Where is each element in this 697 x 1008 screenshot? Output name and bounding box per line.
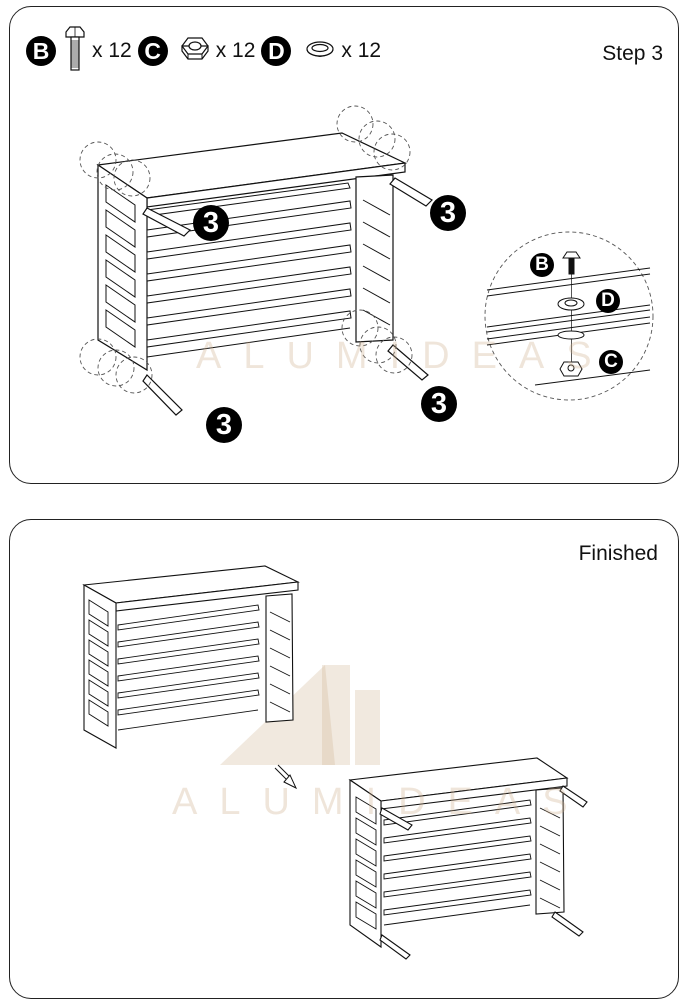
bolt-quantity: x 12 (92, 39, 132, 62)
finished-title: Finished (578, 542, 658, 565)
callout-3-back-right: 3 (430, 195, 466, 231)
part-label-d: D (261, 36, 292, 66)
detail-label-bolt: B (530, 253, 554, 277)
callout-3-bottom-right: 3 (421, 386, 457, 422)
nut-quantity: x 12 (215, 39, 256, 62)
part-label-c: C (137, 36, 168, 66)
callout-3-front-left: 3 (193, 205, 229, 241)
washer-icon (305, 39, 335, 64)
arrow-icon (274, 764, 298, 790)
detail-label-washer: D (596, 289, 620, 313)
callout-3-bottom-left: 3 (206, 407, 242, 443)
parts-list: B x 12 C x 12 D (26, 25, 387, 77)
hex-nut-icon (180, 36, 210, 67)
watermark-text-bottom: ALUMIDEAS (172, 781, 590, 823)
washer-quantity: x 12 (341, 39, 382, 62)
detail-label-nut: C (599, 350, 623, 374)
part-label-b: B (26, 36, 56, 66)
step-title: Step 3 (602, 42, 663, 65)
watermark-text-top: ALUMIDEAS (196, 335, 614, 377)
bolt-icon (64, 25, 86, 77)
